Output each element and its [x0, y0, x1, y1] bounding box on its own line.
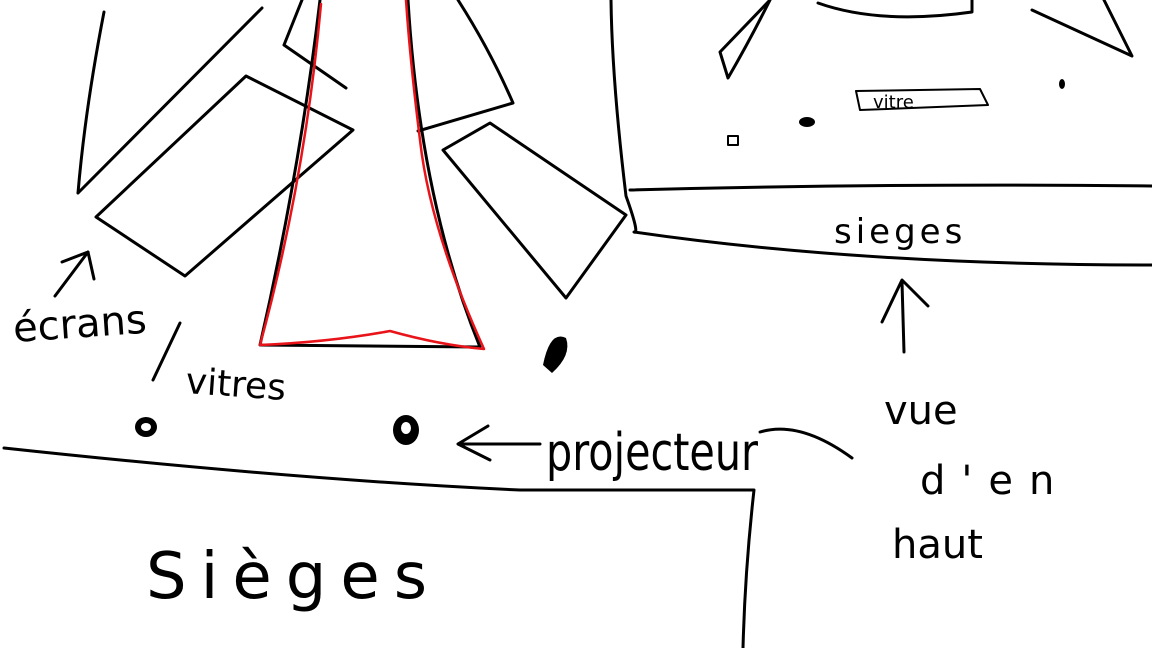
- screen-pane-back: [94, 74, 355, 278]
- projector-label: projecteur: [546, 423, 758, 483]
- inset-pane-left: [718, 0, 772, 80]
- seating-boundary: [2, 446, 756, 650]
- inset-dot-1: [799, 117, 815, 127]
- main-view: écrans vitres projecteur Sièges: [2, 0, 854, 650]
- inset-dot-2: [727, 135, 739, 146]
- inset-window-label: vitre: [873, 92, 914, 113]
- arrow-to-screens: [53, 250, 96, 298]
- arrow-up-top-view: [880, 278, 930, 354]
- screen-pane-right: [441, 121, 628, 300]
- top-view-label-line3: haut: [892, 522, 983, 568]
- top-view-inset: vitre sieges vue d'en haut: [609, 0, 1152, 568]
- top-view-label-line1: vue: [884, 388, 958, 434]
- inset-pane-right: [1030, 0, 1134, 58]
- inset-seats-label: sieges: [834, 212, 966, 252]
- inset-window-box: [855, 88, 989, 111]
- windows-label: vitres: [184, 361, 287, 409]
- screens-label: écrans: [11, 297, 148, 352]
- screen-pane-left: [76, 6, 264, 195]
- projection-trapezoid: [258, 0, 482, 349]
- seats-main-label: Sièges: [146, 540, 441, 614]
- highlighted-projection-area: [258, 0, 486, 351]
- inset-dot-3: [1059, 79, 1065, 89]
- inset-pane-center: [816, 0, 974, 19]
- projector-blob-1: [543, 336, 568, 373]
- top-view-label-line2: d'en: [920, 458, 1070, 504]
- arrow-to-projector: [456, 424, 542, 462]
- inset-frame: [609, 0, 1152, 267]
- projector-label-tail: [758, 427, 854, 460]
- separator-slash: [151, 321, 182, 382]
- inset-seating-line: [628, 183, 1152, 192]
